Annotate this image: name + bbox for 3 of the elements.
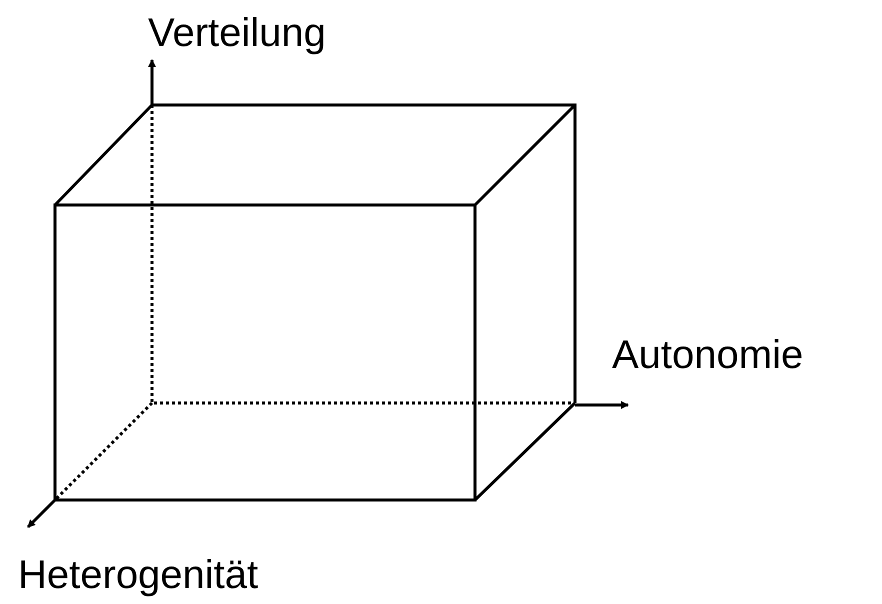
axis-label: Verteilung bbox=[148, 10, 326, 56]
axis-label: Autonomie bbox=[612, 332, 804, 378]
axis-label: Heterogenität bbox=[18, 552, 258, 598]
